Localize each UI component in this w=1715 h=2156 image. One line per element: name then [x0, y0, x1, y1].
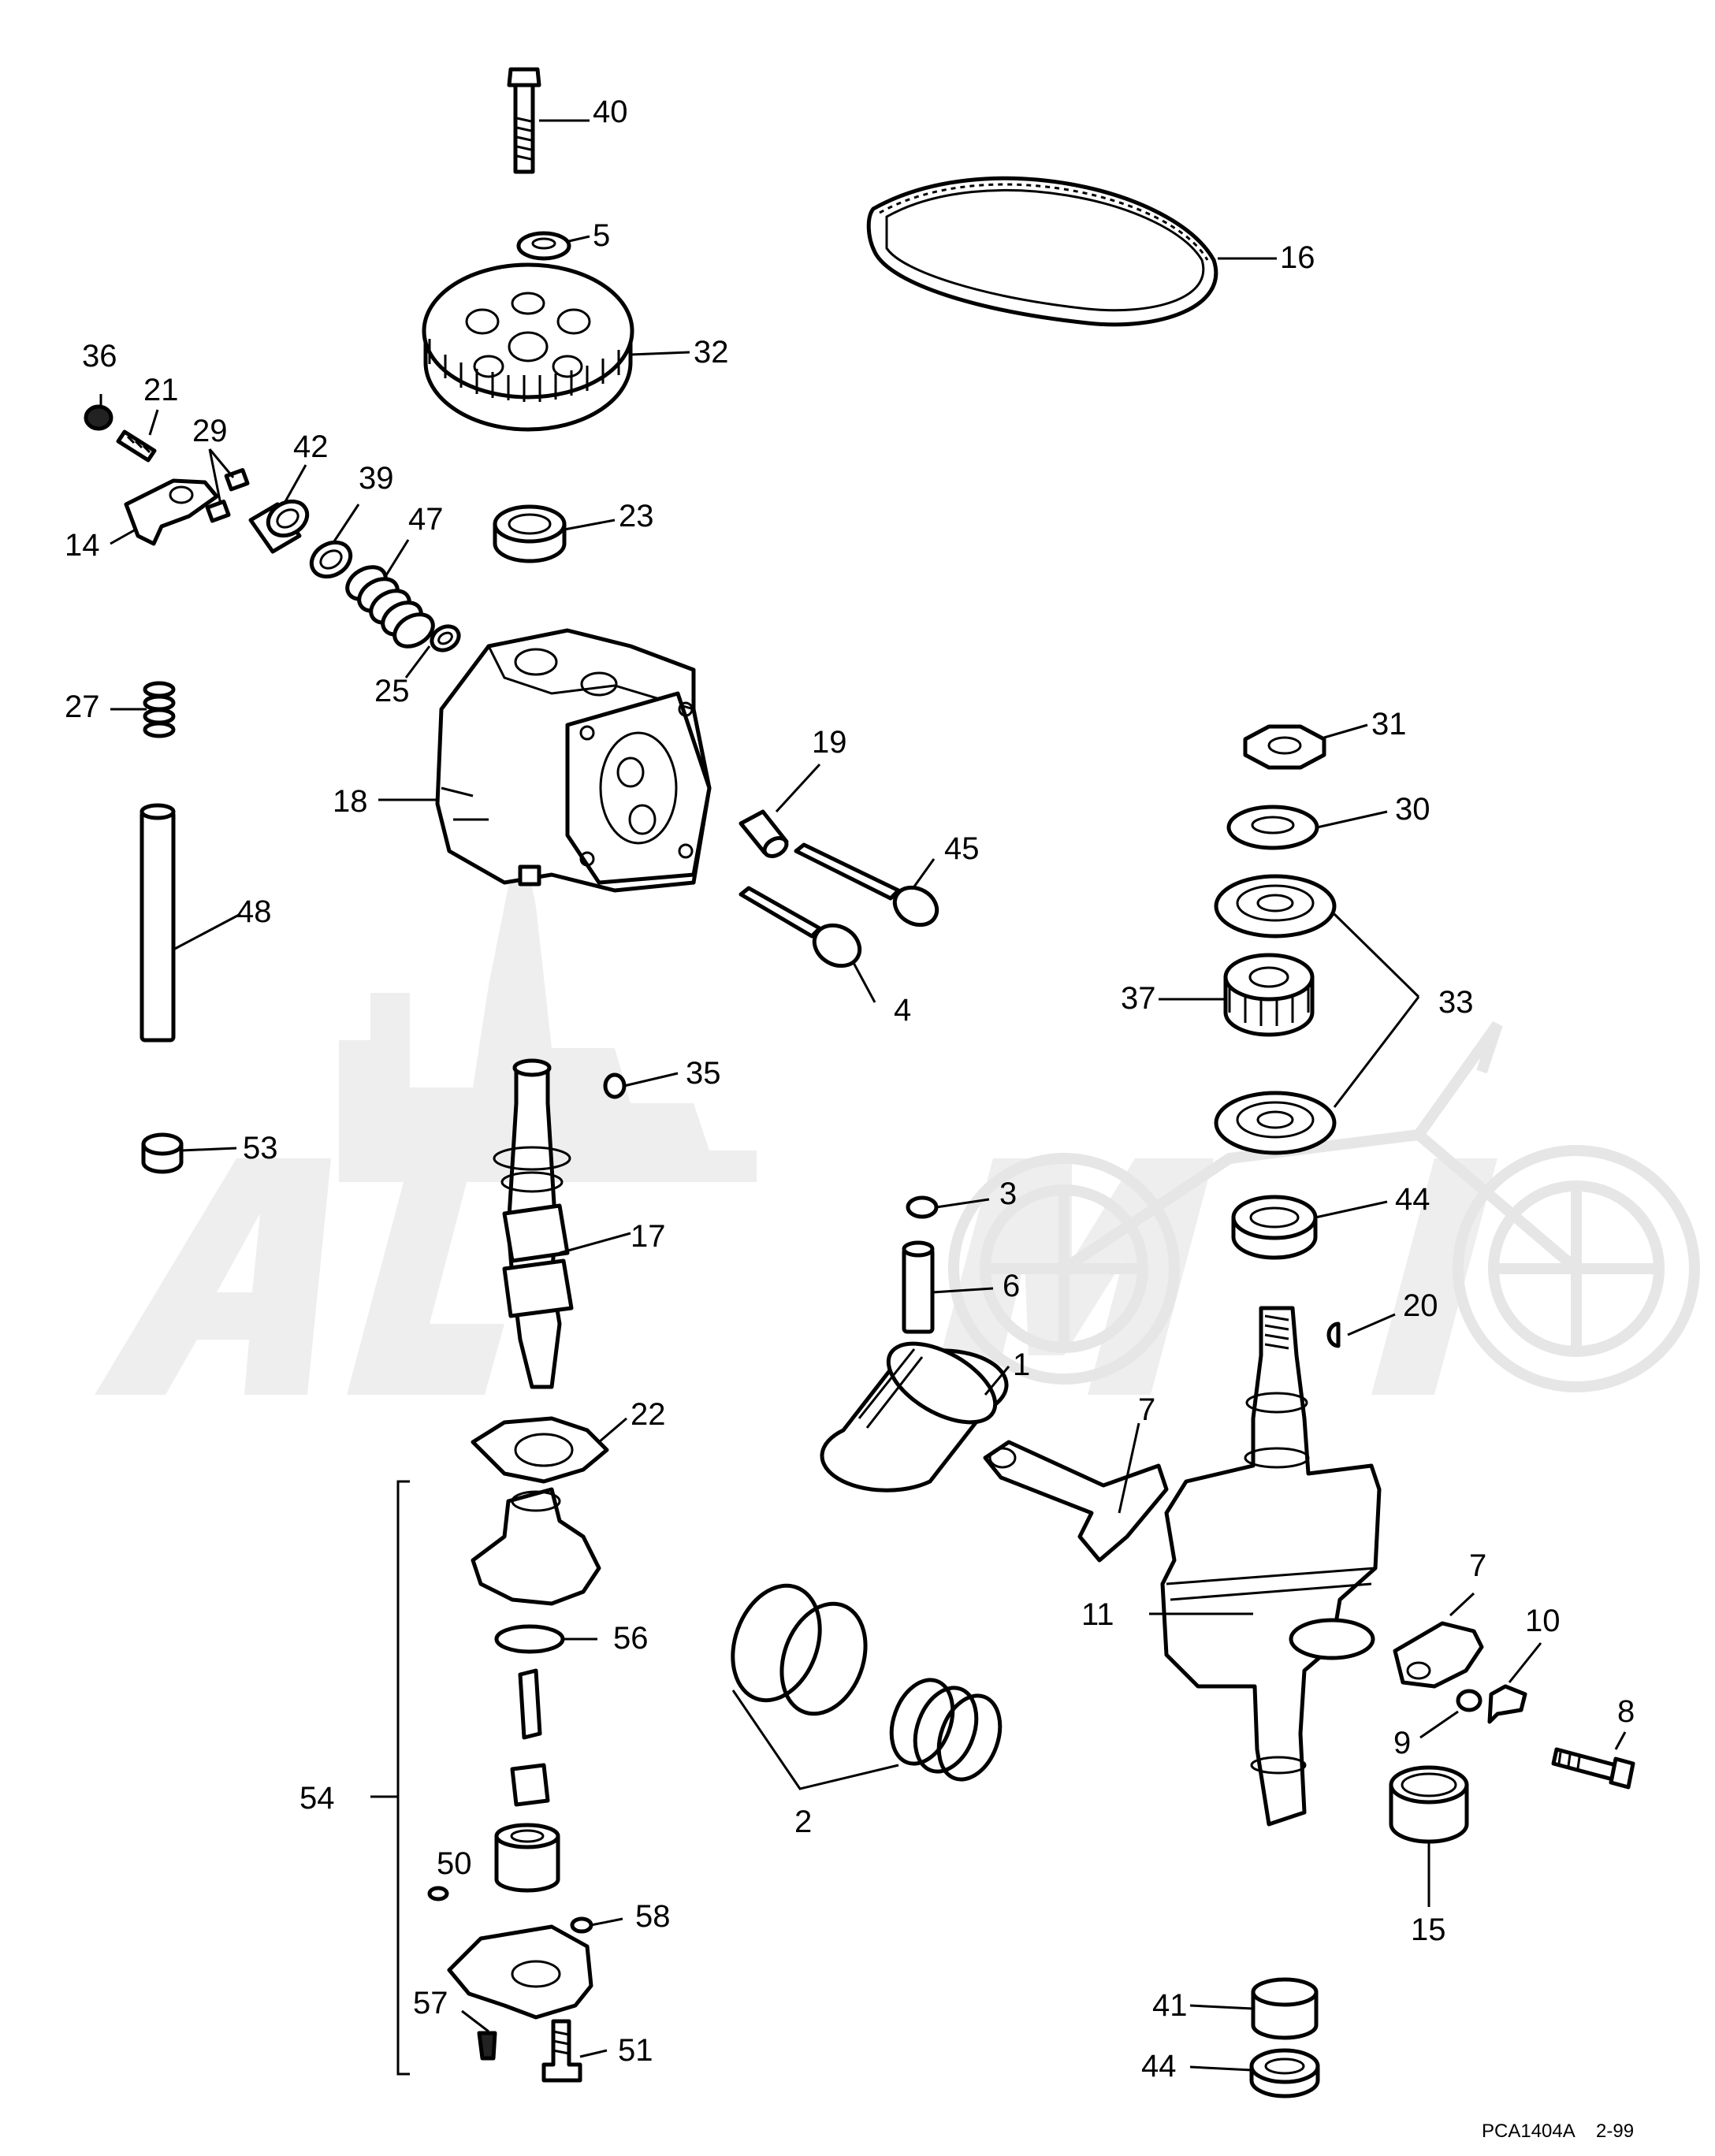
label-51: 51: [618, 2033, 653, 2068]
drawing-code: PCA1404A: [1482, 2121, 1575, 2142]
label-44-lower: 44: [1141, 2049, 1177, 2084]
part-9-washer: [1456, 1689, 1482, 1712]
label-10: 10: [1525, 1604, 1561, 1638]
part-5-washer: [516, 231, 571, 261]
label-11: 11: [1081, 1597, 1114, 1632]
part-18-cylinder-head: [435, 628, 712, 893]
part-11-crankshaft: [1160, 1306, 1382, 1827]
part-17-camshaft: [493, 1058, 574, 1389]
part-7-connecting-rod: [983, 1440, 1169, 1563]
leader-lines: [99, 119, 1627, 2072]
label-45: 45: [944, 831, 980, 866]
label-30: 30: [1395, 792, 1430, 827]
part-44-seal-upper: [1231, 1195, 1318, 1260]
part-41-bushing: [1251, 1977, 1319, 2040]
label-47: 47: [408, 502, 444, 537]
label-7-cap: 7: [1469, 1548, 1486, 1583]
label-23: 23: [619, 499, 654, 533]
label-42: 42: [293, 429, 329, 464]
label-1: 1: [1013, 1348, 1030, 1382]
part-14-rocker-arm: [124, 478, 219, 546]
part-22-gasket: [471, 1416, 609, 1484]
label-54: 54: [299, 1781, 335, 1816]
part-30-washer: [1226, 805, 1319, 850]
label-57: 57: [413, 1986, 448, 2020]
part-19-valve-guide: [738, 809, 789, 858]
label-21: 21: [143, 373, 179, 407]
label-7-rod: 7: [1138, 1392, 1155, 1427]
label-9: 9: [1393, 1726, 1411, 1760]
label-35: 35: [686, 1056, 721, 1091]
label-36: 36: [82, 339, 117, 374]
label-19: 19: [812, 725, 847, 760]
part-53-bushing: [141, 1132, 184, 1174]
label-4: 4: [894, 993, 911, 1028]
part-39-washer: [309, 540, 353, 579]
part-27-spring: [143, 681, 176, 738]
label-41: 41: [1152, 1988, 1188, 2023]
label-33: 33: [1438, 985, 1474, 1020]
label-29: 29: [192, 414, 228, 448]
label-22: 22: [631, 1397, 666, 1432]
label-15: 15: [1411, 1913, 1446, 1947]
part-42-spring-retainer: [248, 499, 310, 554]
part-10-lock-plate: [1487, 1684, 1527, 1724]
part-6-piston-pin: [902, 1240, 935, 1334]
label-40: 40: [593, 95, 628, 129]
part-47-valve-spring: [345, 565, 435, 649]
label-18: 18: [333, 784, 368, 819]
label-50: 50: [437, 1846, 472, 1881]
label-3: 3: [999, 1177, 1017, 1211]
label-37: 37: [1121, 981, 1156, 1016]
label-39: 39: [359, 461, 394, 496]
label-58: 58: [635, 1899, 671, 1934]
part-number-labels: 40 5 16 32 23 36 21 29 42 39 47 14 25 27…: [65, 95, 1635, 2084]
part-29-valve-keepers: [205, 467, 250, 523]
label-16: 16: [1280, 240, 1315, 275]
label-53: 53: [243, 1131, 278, 1165]
label-20: 20: [1403, 1288, 1438, 1323]
label-14: 14: [65, 528, 100, 563]
part-48-tube: [140, 803, 176, 1043]
watermark: [95, 827, 1700, 1395]
part-4-exhaust-valve: [738, 886, 862, 968]
drawing-date: 2-99: [1596, 2121, 1634, 2142]
label-8: 8: [1617, 1694, 1635, 1729]
part-16-timing-belt: [866, 176, 1218, 327]
label-6: 6: [1003, 1269, 1020, 1303]
label-27: 27: [65, 690, 100, 724]
part-31-nut: [1243, 724, 1326, 770]
label-44-upper: 44: [1395, 1182, 1430, 1217]
part-3-piston-pin-clip: [906, 1195, 939, 1219]
label-31: 31: [1371, 707, 1407, 742]
part-40-bolt: [507, 67, 541, 174]
part-20-woodruff-key: [1326, 1321, 1341, 1348]
label-17: 17: [631, 1219, 666, 1254]
part-8-rod-bolt: [1551, 1747, 1635, 1790]
label-56: 56: [613, 1621, 649, 1656]
part-2-piston-rings: [731, 1583, 1003, 1782]
part-23-seal: [493, 504, 567, 563]
label-32: 32: [694, 335, 729, 370]
part-36-nut: [84, 404, 113, 431]
part-33-plates: [1214, 874, 1337, 1155]
part-54-oil-pump-assembly: [396, 1480, 601, 2083]
part-21-adjusting-screw: [116, 429, 157, 463]
part-37-crank-gear: [1223, 953, 1315, 1037]
label-5: 5: [593, 218, 610, 253]
part-1-piston: [820, 1341, 1009, 1492]
part-44-seal-lower: [1249, 2048, 1320, 2098]
label-2: 2: [794, 1805, 812, 1839]
part-7-rod-cap: [1393, 1621, 1484, 1689]
label-25: 25: [374, 674, 410, 708]
part-35-key: [603, 1072, 627, 1099]
part-32-cam-pulley: [422, 262, 634, 432]
part-15-bearing: [1389, 1765, 1469, 1844]
part-45-intake-valve: [794, 842, 939, 927]
label-48: 48: [236, 894, 272, 929]
part-25-valve-seal: [430, 624, 461, 652]
